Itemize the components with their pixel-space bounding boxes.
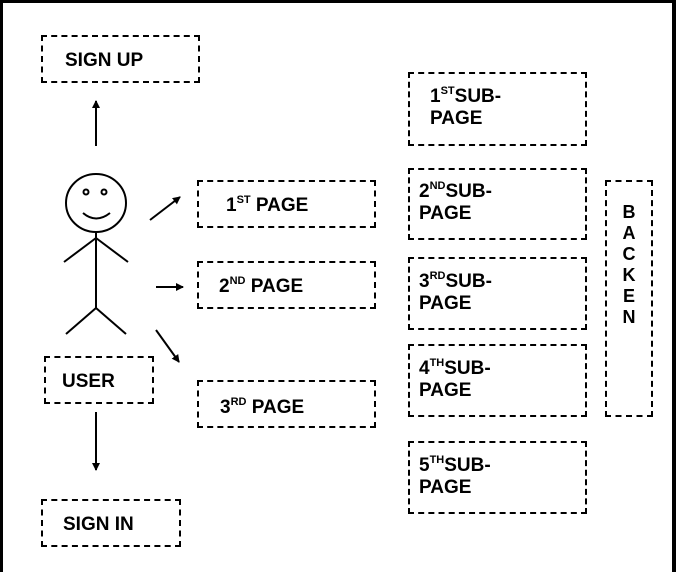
subpage-box-5: 5THSUB-PAGE [408,441,587,514]
page-box-1: 1ST PAGE [197,180,376,228]
subpage-label-1: 1STSUB-PAGE [430,84,502,130]
signin-label: SIGN IN [63,514,134,535]
subpage-label-3: 3RDSUB-PAGE [419,269,492,315]
page-label-2: 2ND PAGE [219,274,304,297]
page-box-3: 3RD PAGE [197,380,376,428]
arrow-to-page1 [149,196,181,221]
signup-box: SIGN UP [41,35,200,83]
subpage-box-1: 1STSUB-PAGE [408,72,587,146]
signin-box: SIGN IN [41,499,181,547]
page-box-2: 2ND PAGE [197,261,376,309]
stick-figure-icon [63,173,129,335]
subpage-label-2: 2NDSUB-PAGE [419,179,492,225]
subpage-label-4: 4THSUB-PAGE [419,356,491,402]
page-label-3: 3RD PAGE [220,395,305,418]
signup-label: SIGN UP [65,50,144,71]
subpage-box-4: 4THSUB-PAGE [408,344,587,417]
user-label: USER [62,371,115,392]
page-label-1: 1ST PAGE [226,193,309,216]
subpage-label-5: 5THSUB-PAGE [419,453,491,499]
arrow-to-page3 [155,329,180,363]
subpage-box-2: 2NDSUB-PAGE [408,168,587,240]
backend-box: B A C K E N [605,180,653,417]
subpage-box-3: 3RDSUB-PAGE [408,257,587,330]
user-box: USER [44,356,154,404]
backend-label: B A C K E N [622,202,636,327]
